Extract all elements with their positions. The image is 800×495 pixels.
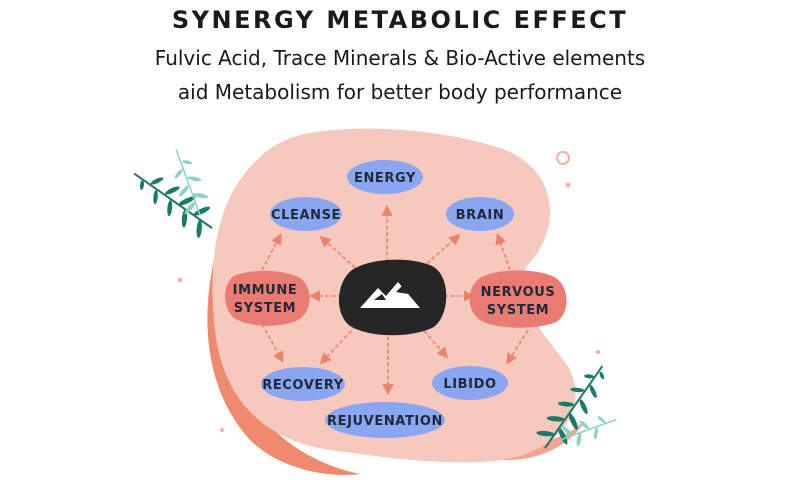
- fern-leaf-icon: [133, 172, 213, 238]
- arrow-group: [261, 204, 529, 396]
- node-cleanse: CLEANSE: [270, 197, 342, 231]
- arrow-to-recovery: [319, 325, 357, 365]
- decor-dot: [596, 350, 600, 354]
- blob-accent-swoosh: [207, 255, 360, 475]
- arrow-immune-to-recovery: [261, 323, 284, 363]
- fern-leaf-icon: [559, 416, 617, 447]
- decor-circle: [556, 151, 570, 165]
- node-brain: BRAIN: [446, 197, 514, 231]
- node-immune-label-2: SYSTEM: [234, 301, 296, 316]
- mountain-icon: [360, 282, 420, 308]
- arrow-to-libido: [419, 325, 449, 359]
- arrow-to-brain: [421, 233, 461, 269]
- node-immune-label-1: IMMUNE: [233, 283, 298, 298]
- node-recovery: RECOVERY: [261, 367, 345, 401]
- arrow-to-cleanse: [319, 235, 361, 273]
- node-libido-label: LIBIDO: [443, 377, 496, 392]
- node-cleanse-label: CLEANSE: [271, 208, 341, 223]
- node-nervous-label-1: NERVOUS: [481, 285, 556, 300]
- node-energy: ENERGY: [347, 160, 423, 194]
- decor-dot: [177, 277, 183, 283]
- decor-dot: [220, 428, 224, 432]
- node-nervous-system: NERVOUS SYSTEM: [469, 270, 567, 328]
- node-brain-label: BRAIN: [456, 208, 505, 223]
- fern-leaf-icon: [174, 148, 209, 216]
- page-title: SYNERGY METABOLIC EFFECT: [171, 6, 629, 34]
- node-libido: LIBIDO: [432, 366, 508, 400]
- node-immune-system: IMMUNE SYSTEM: [225, 270, 310, 326]
- node-recovery-label: RECOVERY: [262, 378, 344, 393]
- fern-leaf-icon: [536, 365, 605, 449]
- node-nervous-label-2: SYSTEM: [487, 303, 549, 318]
- decor-dot: [565, 182, 571, 188]
- subtitle-line-2: aid Metabolism for better body performan…: [177, 80, 623, 104]
- subtitle-line-1: Fulvic Acid, Trace Minerals & Bio-Active…: [154, 46, 646, 70]
- node-rejuvenation-label: REJUVENATION: [327, 414, 443, 429]
- node-energy-label: ENERGY: [354, 171, 416, 186]
- node-rejuvenation: REJUVENATION: [325, 402, 445, 438]
